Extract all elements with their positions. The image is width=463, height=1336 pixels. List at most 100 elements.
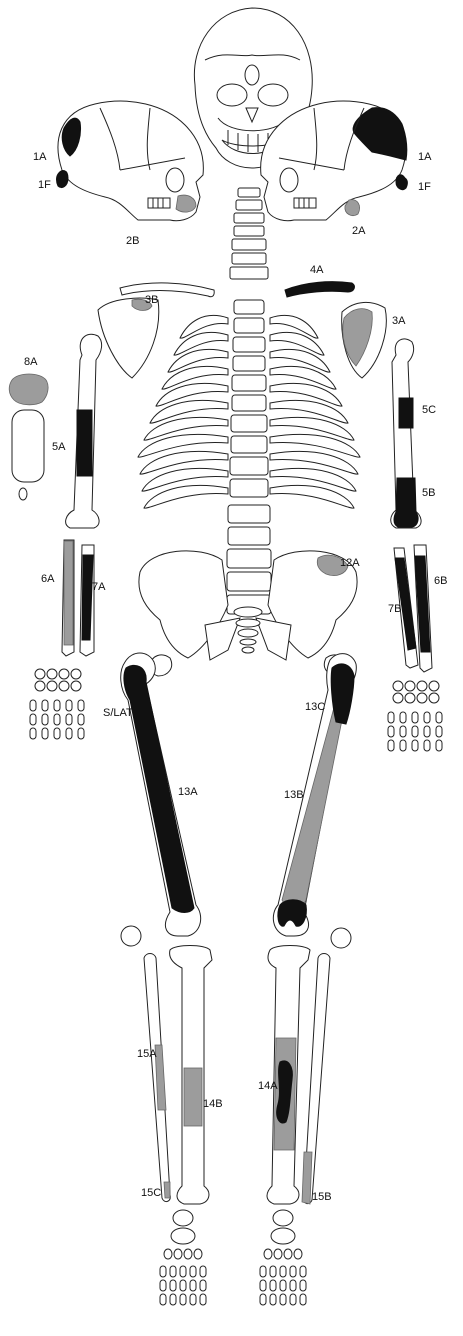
toe-bone	[290, 1280, 296, 1291]
label-7B: 7B	[388, 603, 401, 615]
carpal-bone	[393, 681, 403, 691]
carpal-bone	[47, 681, 57, 691]
toe-bone	[190, 1266, 196, 1277]
finger-bone	[400, 712, 406, 723]
toe-bone	[170, 1266, 176, 1277]
carpal-bone	[35, 681, 45, 691]
tarsal-bone	[174, 1249, 182, 1259]
finger-bone	[30, 700, 36, 711]
label-13A: 13A	[178, 786, 198, 798]
toe-bone	[170, 1294, 176, 1305]
tarsal-bone	[164, 1249, 172, 1259]
finger-bone	[78, 728, 84, 739]
finger-bone	[436, 712, 442, 723]
finger-bone	[436, 726, 442, 737]
humerus-right	[391, 339, 421, 528]
finger-bone	[388, 740, 394, 751]
carpal-bone	[59, 681, 69, 691]
label-5C: 5C	[422, 404, 436, 416]
finger-bone	[424, 712, 430, 723]
carpal-bone	[417, 681, 427, 691]
toe-bone	[290, 1294, 296, 1305]
finger-bone	[412, 740, 418, 751]
carpal-bone	[417, 693, 427, 703]
finger-bone	[412, 712, 418, 723]
toe-bone	[160, 1294, 166, 1305]
patella-right	[331, 928, 351, 948]
bone-8A-fragment	[19, 488, 27, 500]
label-6A: 6A	[41, 573, 55, 585]
bone-8A-block	[9, 374, 48, 405]
label-3A: 3A	[392, 315, 406, 327]
finger-bone	[436, 740, 442, 751]
label-15A: 15A	[137, 1048, 157, 1060]
toe-bone	[290, 1266, 296, 1277]
carpal-bone	[393, 693, 403, 703]
finger-bone	[78, 700, 84, 711]
foot-left	[160, 1210, 206, 1305]
label-4A: 4A	[310, 264, 324, 276]
finger-bone	[412, 726, 418, 737]
label-5A: 5A	[52, 441, 66, 453]
tarsal-bone	[264, 1249, 272, 1259]
finger-bone	[54, 728, 60, 739]
toe-bone	[180, 1294, 186, 1305]
finger-bone	[66, 728, 72, 739]
label-2B: 2B	[126, 235, 139, 247]
finger-bone	[54, 714, 60, 725]
toe-bone	[190, 1280, 196, 1291]
label-8A: 8A	[24, 356, 38, 368]
toe-bone	[270, 1266, 276, 1277]
finger-bone	[66, 714, 72, 725]
tarsal-bone	[184, 1249, 192, 1259]
finger-bone	[54, 700, 60, 711]
label-1F-right: 1F	[418, 181, 431, 193]
pelvis	[139, 551, 357, 676]
toe-bone	[160, 1266, 166, 1277]
clavicle-left	[120, 283, 214, 297]
label-6B: 6B	[434, 575, 447, 587]
label-15B: 15B	[312, 1191, 332, 1203]
carpal-bone	[429, 681, 439, 691]
carpal-bone	[35, 669, 45, 679]
label-14A: 14A	[258, 1080, 278, 1092]
finger-bone	[400, 740, 406, 751]
rib-right	[270, 485, 354, 508]
toe-bone	[190, 1294, 196, 1305]
finger-bone	[42, 728, 48, 739]
label-3B: 3B	[145, 294, 158, 306]
skull-lateral-left	[57, 101, 204, 221]
label-1A-right: 1A	[418, 151, 432, 163]
scapula-left	[98, 298, 159, 378]
tarsal-bone	[284, 1249, 292, 1259]
lumbar-spine	[227, 505, 271, 614]
toe-bone	[200, 1280, 206, 1291]
finger-bone	[388, 726, 394, 737]
carpal-bone	[47, 669, 57, 679]
tarsal-bone	[273, 1210, 293, 1226]
toe-bone	[300, 1294, 306, 1305]
label-5B: 5B	[422, 487, 435, 499]
cervical-spine	[230, 188, 268, 279]
clavicle-right	[285, 282, 355, 297]
toe-bone	[270, 1294, 276, 1305]
toe-bone	[170, 1280, 176, 1291]
finger-bone	[78, 714, 84, 725]
label-12A: 12A	[340, 557, 360, 569]
finger-bone	[424, 726, 430, 737]
label-1F-left: 1F	[38, 179, 51, 191]
toe-bone	[180, 1280, 186, 1291]
toe-bone	[280, 1280, 286, 1291]
tarsal-bone	[194, 1249, 202, 1259]
humerus-left	[66, 334, 102, 528]
label-1A-left: 1A	[33, 151, 47, 163]
bone-8A-shaft	[12, 410, 44, 482]
toe-bone	[280, 1294, 286, 1305]
finger-bone	[400, 726, 406, 737]
label-14B: 14B	[203, 1098, 223, 1110]
label-15C: 15C	[141, 1187, 161, 1199]
carpal-bone	[71, 669, 81, 679]
finger-bone	[30, 714, 36, 725]
leg-right	[267, 946, 330, 1205]
